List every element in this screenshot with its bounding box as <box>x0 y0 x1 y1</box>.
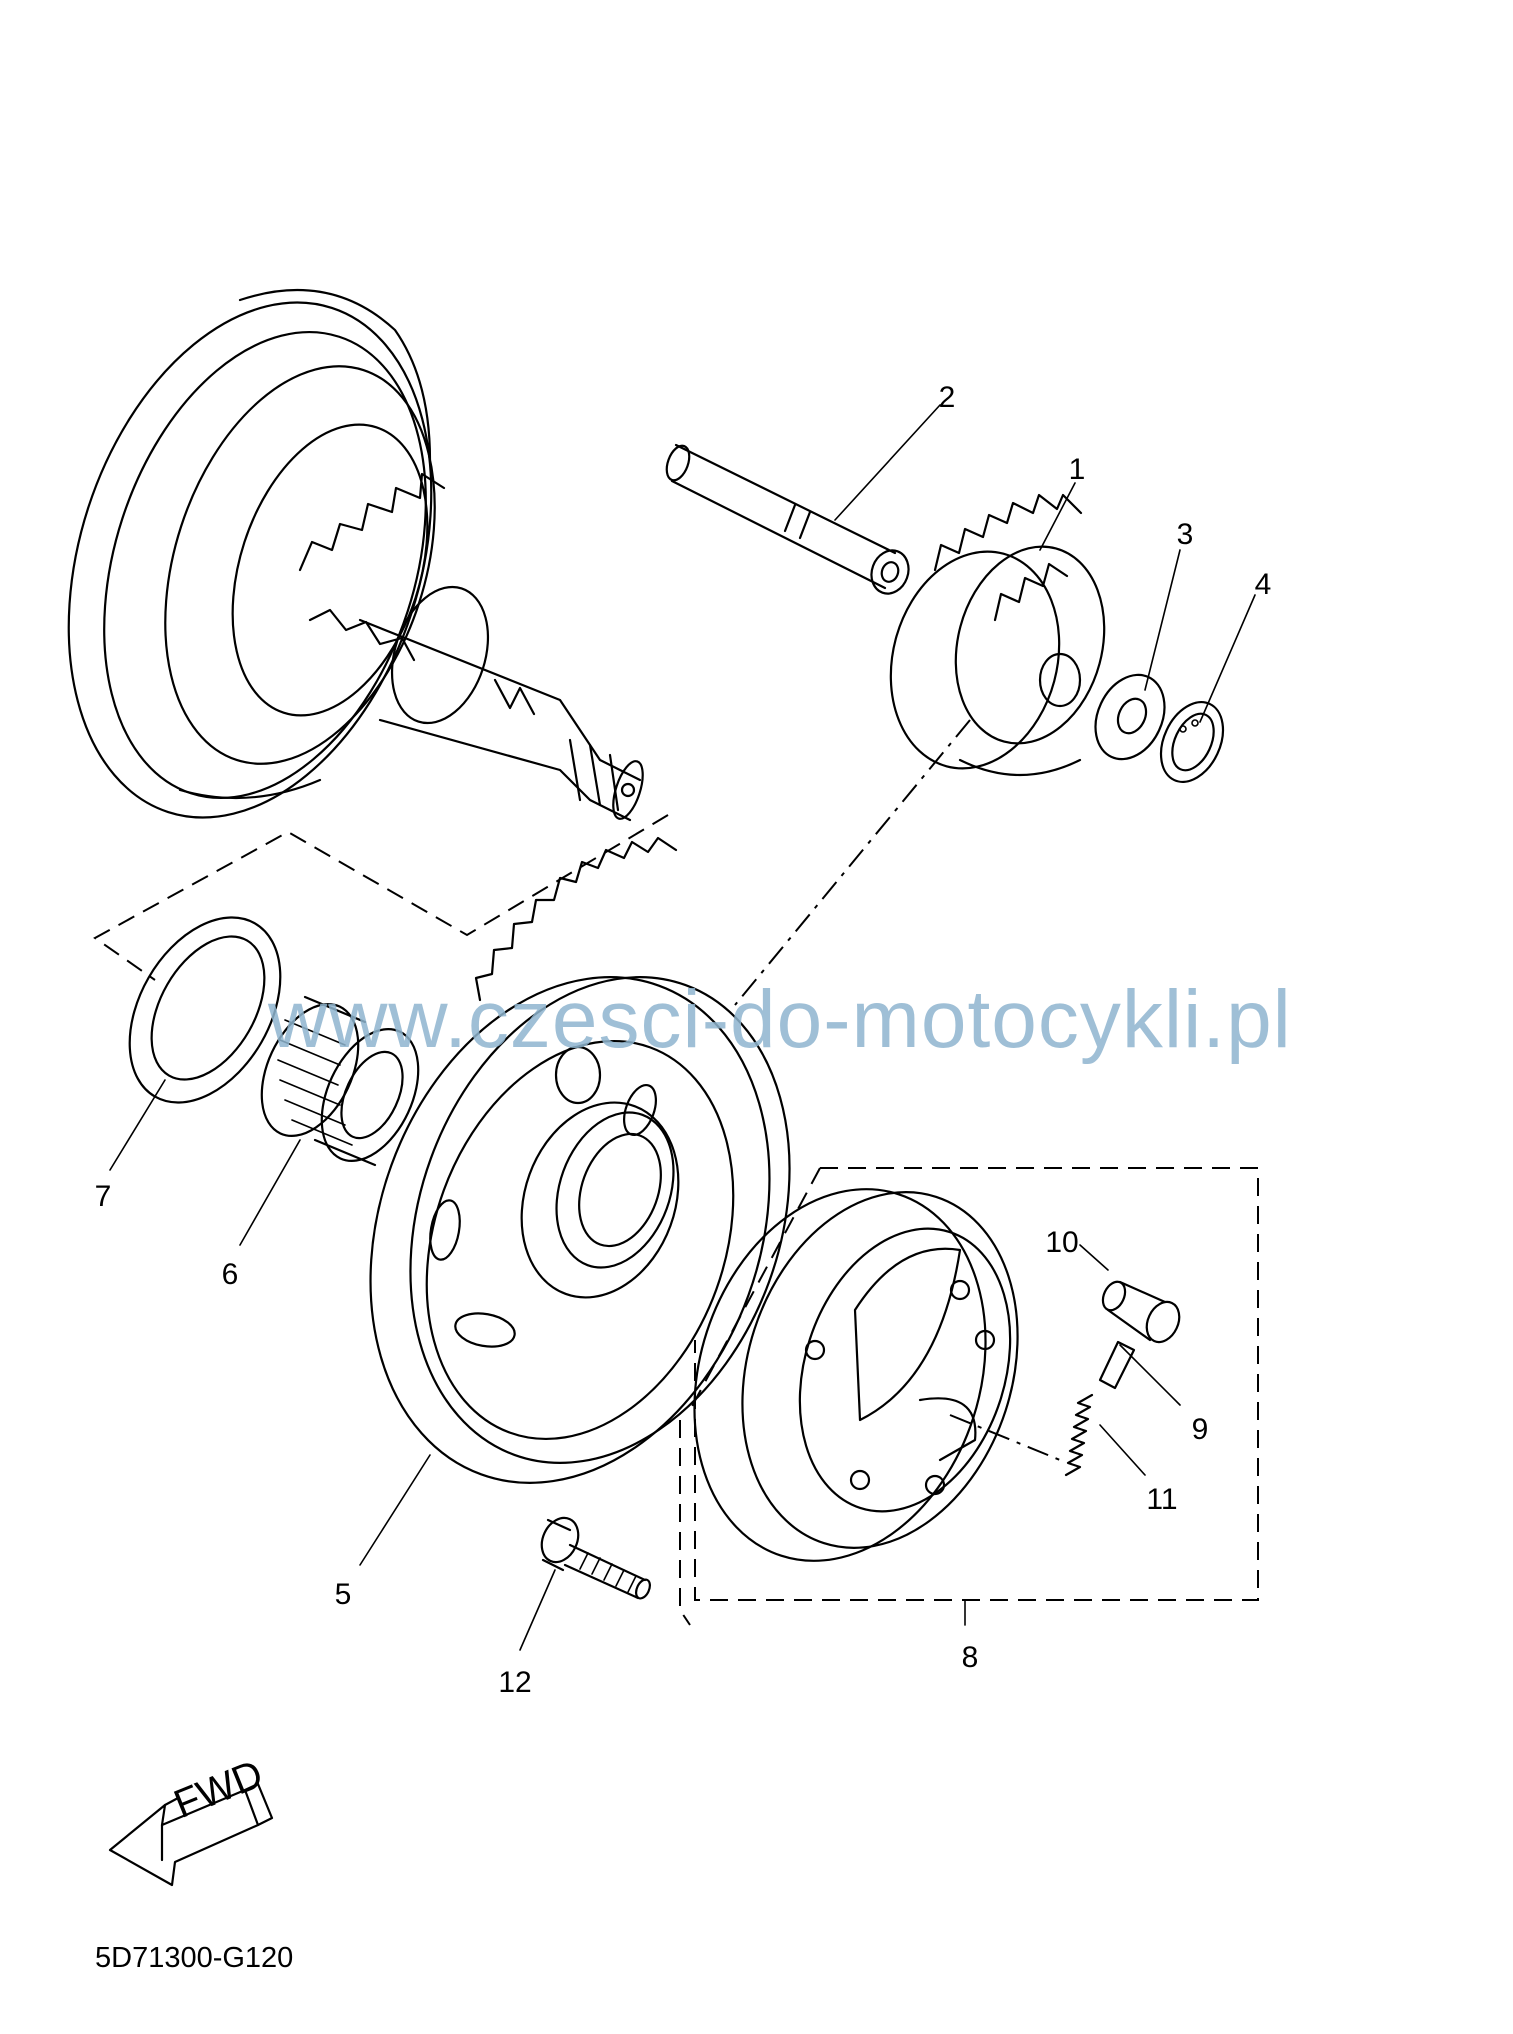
shaft-connection-line <box>93 814 669 981</box>
callout-8: 8 <box>961 1641 979 1674</box>
callout-3: 3 <box>1176 518 1194 551</box>
part-4-circlip-drawing <box>1159 701 1225 783</box>
part-8-assembly-box <box>694 1167 1259 1601</box>
crankshaft-rotor-drawing <box>67 288 644 822</box>
idler-axis-line <box>734 719 971 1006</box>
callout-2: 2 <box>938 381 956 414</box>
callout-6: 6 <box>221 1258 239 1291</box>
part-9-plunger-drawing <box>1098 1340 1136 1390</box>
callout-4: 4 <box>1254 568 1272 601</box>
callout-11: 11 <box>1146 1483 1178 1516</box>
part-8-clutch-drawing <box>693 1188 1019 1562</box>
callout-10: 10 <box>1045 1226 1079 1259</box>
part-2-shaft-drawing <box>665 443 910 595</box>
callout-1: 1 <box>1068 453 1086 486</box>
callout-5: 5 <box>334 1578 352 1611</box>
part-6-bearing-drawing <box>260 995 420 1167</box>
part-5-starter-wheel-drawing <box>369 836 791 1484</box>
part-11-spring-drawing <box>1064 1393 1094 1477</box>
fwd-direction-arrow <box>108 1782 274 1887</box>
part-12-bolt-drawing <box>540 1516 651 1600</box>
part-1-idler-gear-drawing <box>889 493 1106 777</box>
part-3-washer-drawing <box>1094 673 1166 761</box>
callout-leaders <box>109 404 1256 1651</box>
catalog-code: 5D71300-G120 <box>95 1942 294 1974</box>
part-10-roller-drawing <box>1101 1280 1181 1344</box>
callout-9: 9 <box>1191 1413 1209 1446</box>
watermark-text: www.czesci-do-motocykli.pl <box>268 974 1292 1065</box>
callout-12: 12 <box>498 1666 532 1699</box>
callout-7: 7 <box>94 1180 112 1213</box>
